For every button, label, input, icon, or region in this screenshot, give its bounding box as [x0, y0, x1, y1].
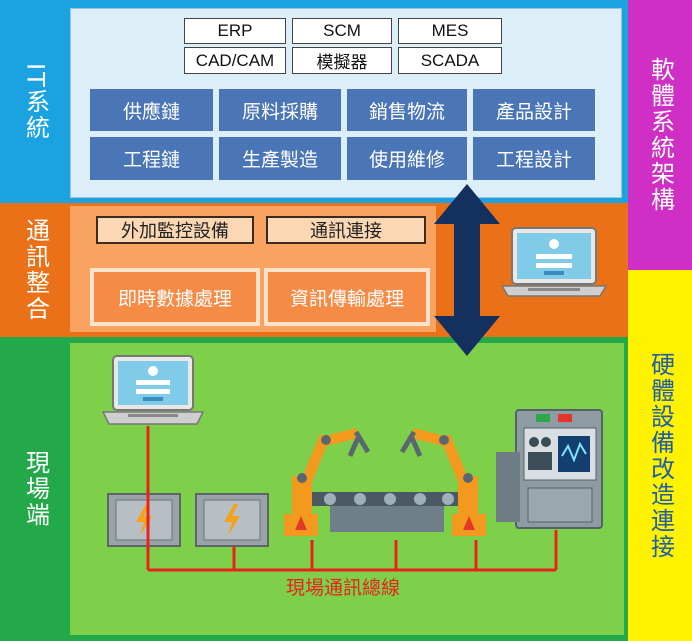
mes-box: MES: [398, 18, 502, 44]
electrical-box-icon: [107, 493, 181, 547]
comm-integration-label: 通訊整合: [21, 218, 50, 322]
erp-box: ERP: [184, 18, 286, 44]
control-cabinet-icon: [496, 409, 603, 529]
production-box: 生產製造: [219, 137, 341, 180]
scm-box: SCM: [292, 18, 392, 44]
monitoring-device-tag: 外加監控設備: [96, 216, 254, 244]
hardware-retrofit-label: 硬體設備改造連接: [646, 351, 675, 560]
field-bus-lines: [146, 426, 558, 572]
sales-logistics-box: 銷售物流: [347, 89, 467, 131]
bidirectional-arrow: [434, 184, 500, 356]
scada-box: SCADA: [398, 47, 502, 74]
supply-chain-box: 供應鏈: [90, 89, 213, 131]
cadcam-box: CAD/CAM: [184, 47, 286, 74]
comm-connection-tag: 通訊連接: [266, 216, 426, 244]
simulator-box: 模擬器: [292, 47, 392, 74]
field-bus-label: 現場通訊總線: [285, 577, 400, 599]
material-purchase-box: 原料採購: [219, 89, 341, 131]
software-band: [628, 0, 692, 270]
engineering-design-box: 工程設計: [473, 137, 595, 180]
laptop-icon: [500, 227, 608, 297]
robotic-assembly-line-icon: [284, 428, 486, 536]
engineering-chain-box: 工程鏈: [90, 137, 213, 180]
software-architecture-label: 軟體系統架構: [646, 57, 675, 213]
it-system-label: IT系統: [21, 62, 50, 141]
electrical-box-2-icon: [195, 493, 269, 547]
field-side-label: 現場端: [21, 450, 50, 528]
product-design-box: 產品設計: [473, 89, 595, 131]
realtime-data-box: 即時數據處理: [90, 268, 260, 326]
maintenance-box: 使用維修: [347, 137, 467, 180]
info-transfer-box: 資訊傳輸處理: [264, 268, 430, 326]
field-laptop-icon: [101, 355, 205, 425]
hardware-band: [628, 270, 692, 641]
